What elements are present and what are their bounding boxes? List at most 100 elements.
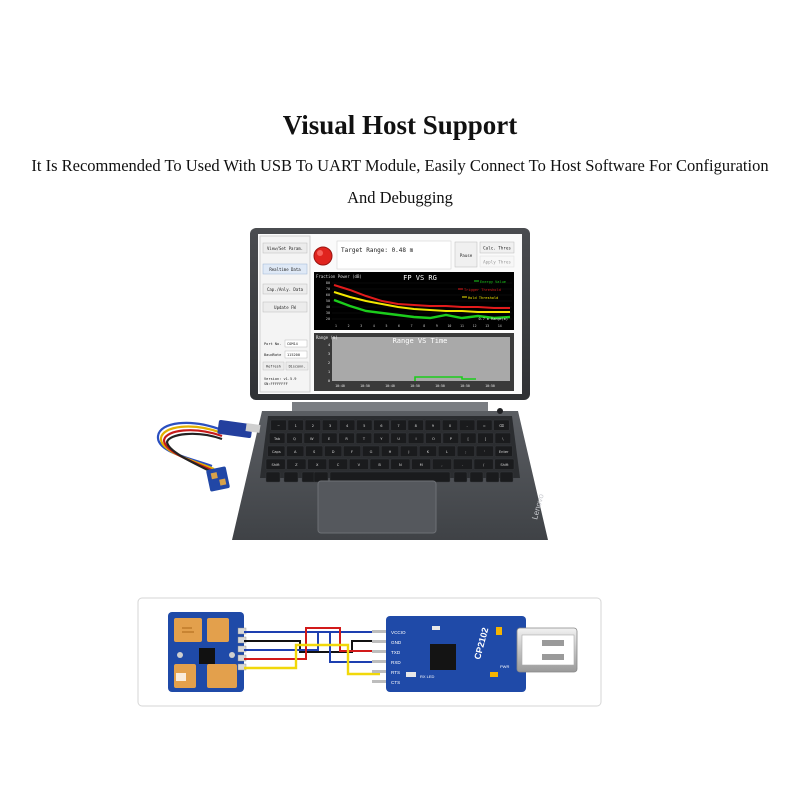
refresh-button[interactable]: Refresh [262, 361, 285, 371]
keyboard-key[interactable] [456, 445, 475, 457]
keyboard-key[interactable] [305, 445, 324, 457]
chart2-xtick: 10:50 [485, 384, 495, 388]
keyboard-key[interactable] [499, 471, 514, 483]
chart-fp-vs-rg: Fraction Power (dB) FP VS RG 80706050403… [314, 272, 514, 330]
keyboard-key-label: G [370, 450, 373, 454]
keyboard-key-label: I [416, 437, 417, 441]
keyboard-key[interactable] [321, 432, 338, 444]
keyboard-key[interactable] [390, 419, 407, 431]
keyboard-key[interactable] [349, 458, 369, 470]
chart2-xtick: 10:40 [335, 384, 345, 388]
keyboard-key[interactable] [407, 432, 425, 444]
keyboard-key[interactable] [362, 445, 380, 457]
keyboard-key[interactable] [437, 445, 456, 457]
keyboard-key-label: E [328, 437, 331, 441]
nav-button-view-set-param[interactable]: View/Set Param. [262, 242, 308, 254]
nav-button-update-fw[interactable]: Update FW [262, 301, 308, 313]
keyboard-key[interactable] [407, 419, 424, 431]
keyboard-key[interactable] [400, 445, 418, 457]
keyboard-key[interactable] [473, 458, 494, 470]
keyboard-key[interactable] [442, 432, 459, 444]
keyboard-key[interactable] [477, 432, 494, 444]
keyboard-key[interactable] [269, 432, 286, 444]
pause-button[interactable]: Pause [454, 241, 478, 268]
legend-hold-threshold: Hold Threshold [468, 296, 498, 300]
keyboard-key[interactable] [286, 432, 303, 444]
keyboard-key[interactable] [493, 419, 510, 431]
keyboard-key[interactable] [476, 419, 493, 431]
keyboard-key-label: C [337, 463, 340, 467]
keyboard-key-label: 5 [363, 424, 365, 428]
chart1-xtick: 9 [436, 324, 438, 328]
header-pin [372, 660, 388, 663]
keyboard-key[interactable] [424, 419, 441, 431]
keyboard-key[interactable] [283, 471, 299, 483]
keyboard-key[interactable] [322, 419, 338, 431]
nav-button-cap-anly-data[interactable]: Cap./Anly. Data [262, 283, 308, 295]
keyboard-key[interactable] [267, 445, 286, 457]
keyboard-key[interactable] [419, 445, 437, 457]
chart1-ytick: 70 [326, 287, 330, 291]
disconnect-button[interactable]: Disconn. [285, 361, 309, 371]
keyboard-key[interactable] [460, 432, 477, 444]
keyboard-key[interactable] [307, 458, 328, 470]
keyboard-key-label: K [427, 450, 430, 454]
keyboard-key[interactable] [432, 458, 452, 470]
keyboard-key[interactable] [265, 471, 281, 483]
chart1-ylabel: Fraction Power (dB) [316, 274, 362, 279]
page-title: Visual Host Support [282, 110, 518, 140]
chart2-xtick: 10:50 [360, 384, 370, 388]
keyboard-key[interactable] [485, 471, 500, 483]
keyboard-key[interactable] [304, 419, 321, 431]
keyboard-key[interactable] [453, 458, 473, 470]
keyboard-key[interactable] [390, 458, 411, 470]
keyboard-key[interactable] [324, 445, 343, 457]
keyboard-key[interactable] [411, 458, 432, 470]
keyboard-key[interactable] [453, 471, 468, 483]
keyboard-key[interactable] [286, 458, 307, 470]
nav-button-realtime-data[interactable]: Realtime Data [262, 263, 308, 275]
keyboard-key[interactable] [286, 445, 305, 457]
keyboard-key[interactable] [356, 419, 373, 431]
keyboard-key-label: J [407, 450, 409, 454]
keyboard-key-label: Caps [272, 450, 281, 454]
keyboard-key[interactable] [270, 419, 287, 431]
keyboard-key[interactable] [494, 445, 513, 457]
keyboard-key-label: M [420, 463, 423, 467]
keyboard-key[interactable] [442, 419, 458, 431]
keyboard-key[interactable] [265, 458, 286, 470]
keyboard-key-label: ; [465, 450, 466, 454]
keyboard-key[interactable] [494, 432, 511, 444]
legend-energy-value: Energy Value [480, 280, 506, 284]
keyboard-key[interactable] [303, 432, 320, 444]
keyboard-key[interactable] [287, 419, 304, 431]
radar-module-small [206, 466, 230, 492]
chart1-xtick: 4 [373, 324, 375, 328]
keyboard-key[interactable] [475, 445, 494, 457]
keyboard-key[interactable] [381, 445, 399, 457]
keyboard-key[interactable] [343, 445, 361, 457]
keyboard-key[interactable] [373, 432, 390, 444]
keyboard-key[interactable] [425, 432, 442, 444]
keyboard-key[interactable] [373, 419, 390, 431]
keyboard-key[interactable] [459, 419, 476, 431]
chart1-xtick: 14 [498, 324, 502, 328]
port-select[interactable] [284, 339, 308, 348]
apply-threshold-button[interactable]: Apply Thres [479, 255, 515, 268]
chart2-xtick: 10:50 [460, 384, 470, 388]
keyboard-key[interactable] [390, 432, 407, 444]
calc-threshold-button[interactable]: Calc. Thres [479, 241, 515, 254]
chart2-xtick: 10:40 [385, 384, 395, 388]
keyboard-key-label: D [332, 450, 335, 454]
keyboard-key[interactable] [328, 458, 348, 470]
keyboard-key[interactable] [339, 419, 356, 431]
keyboard-key[interactable] [494, 458, 515, 470]
keyboard-key-label: Enter [499, 450, 509, 454]
keyboard-key[interactable] [338, 432, 355, 444]
baud-select[interactable] [284, 350, 308, 359]
keyboard-key[interactable] [369, 458, 390, 470]
keyboard-key[interactable] [355, 432, 373, 444]
keyboard-key[interactable] [469, 471, 484, 483]
keyboard-key-label: ] [485, 437, 487, 441]
